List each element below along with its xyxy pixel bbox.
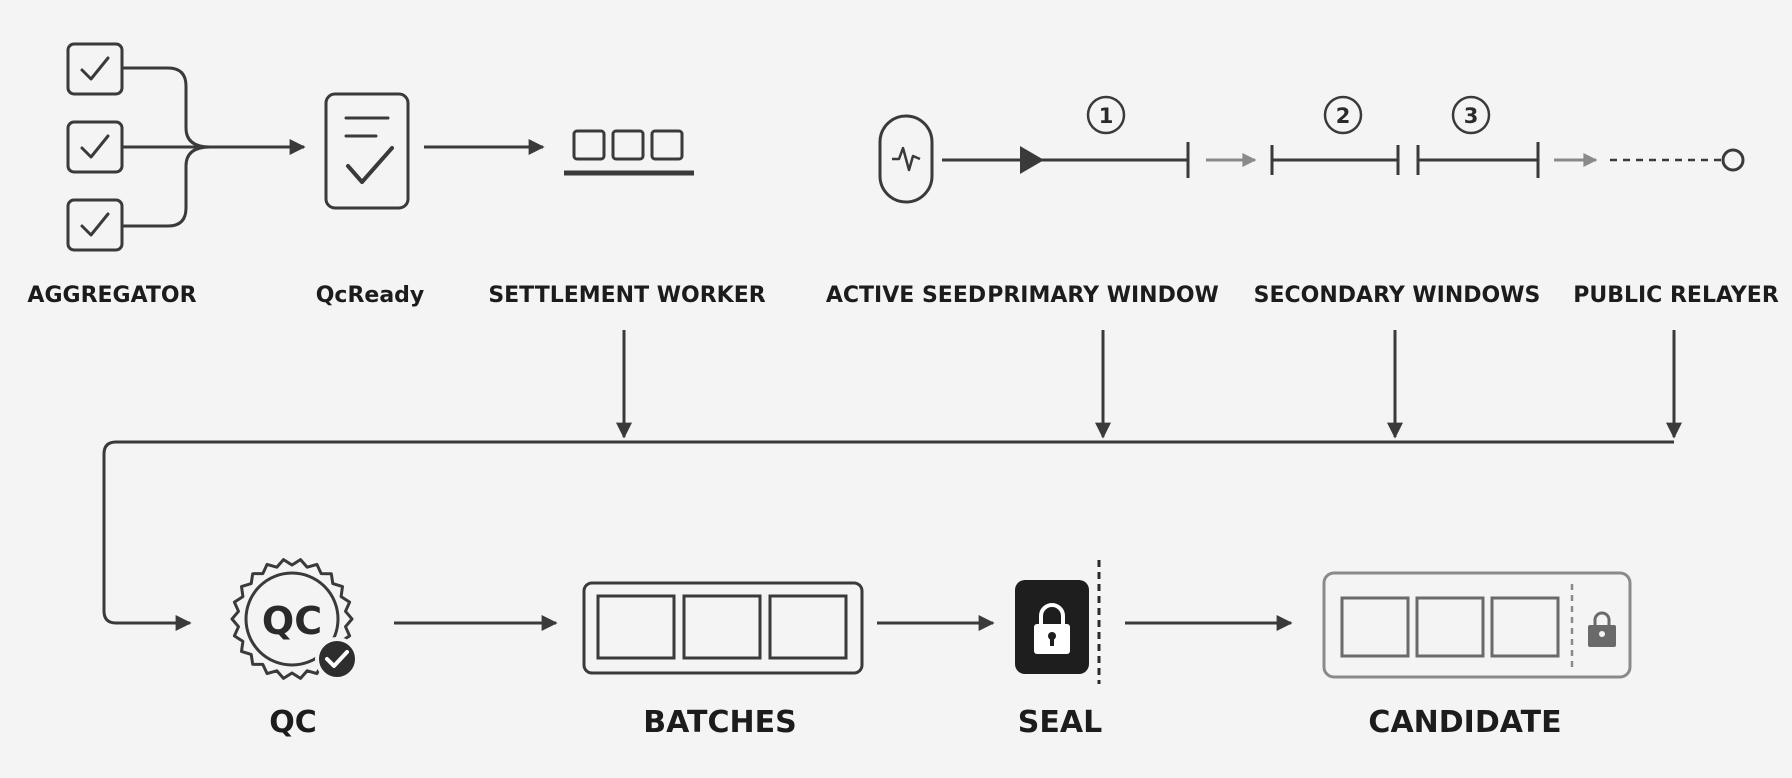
candidate-label: CANDIDATE: [1368, 705, 1561, 740]
svg-text:QC: QC: [262, 599, 322, 643]
lock-icon: [1034, 603, 1070, 654]
qcready-label: QcReady: [316, 283, 425, 308]
candidate-node: CANDIDATE: [1322, 571, 1632, 740]
candidate-slot: [1340, 596, 1410, 658]
checkbox-icon: [66, 198, 124, 252]
secondary-windows-label: SECONDARY WINDOWS: [1254, 283, 1541, 308]
primary-window-label: PRIMARY WINDOW: [987, 283, 1219, 308]
primary-window-node: 1 PRIMARY WINDOW: [942, 95, 1219, 439]
qc-node: QC QC: [230, 558, 359, 740]
svg-text:2: 2: [1336, 104, 1351, 128]
window-number-1: 1: [1086, 95, 1126, 135]
batch-slot: [682, 594, 762, 660]
qc-label: QC: [269, 705, 317, 740]
settlement-worker-label: SETTLEMENT WORKER: [488, 283, 765, 308]
play-marker-icon: [1020, 146, 1044, 174]
window-number-3: 3: [1451, 95, 1491, 135]
checkbox-icon: [66, 42, 124, 96]
checkbox-icon: [66, 120, 124, 174]
secondary-windows-node: 2 3 SECONDARY WINDOWS: [1254, 95, 1541, 439]
endpoint-circle-icon: [1721, 148, 1745, 172]
active-seed-label: ACTIVE SEED: [826, 283, 986, 308]
seal-label: SEAL: [1018, 705, 1102, 740]
candidate-slot: [1415, 596, 1485, 658]
lock-icon: [1588, 611, 1616, 647]
batch-slot: [596, 594, 676, 660]
aggregator-label: AGGREGATOR: [27, 283, 196, 308]
batches-node: BATCHES: [582, 581, 864, 740]
batch-slot: [768, 594, 848, 660]
collector-bus-line: [102, 440, 1674, 631]
check-badge-icon: [315, 637, 359, 681]
batches-label: BATCHES: [643, 705, 796, 740]
svg-text:1: 1: [1099, 104, 1114, 128]
public-relayer-label: PUBLIC RELAYER: [1573, 283, 1779, 308]
qc-seal-icon: QC: [230, 558, 359, 681]
document-check-icon: [324, 92, 410, 210]
heartbeat-icon: [878, 114, 934, 204]
candidate-slot: [1490, 596, 1560, 658]
window-number-2: 2: [1323, 95, 1363, 135]
worker-queue-icon: [564, 129, 694, 176]
aggregator-node: AGGREGATOR: [27, 42, 306, 308]
qcready-node: QcReady: [316, 92, 545, 308]
active-seed-node: ACTIVE SEED: [826, 114, 986, 308]
public-relayer-node: PUBLIC RELAYER: [1573, 148, 1779, 439]
aggregator-merge-lines: [122, 66, 306, 228]
settlement-worker-node: SETTLEMENT WORKER: [488, 129, 766, 439]
seal-node: SEAL: [1015, 560, 1102, 740]
svg-text:3: 3: [1464, 104, 1479, 128]
